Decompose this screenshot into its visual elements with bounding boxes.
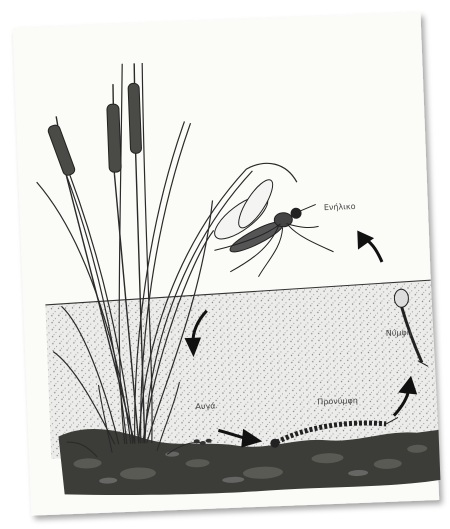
stage-label-adult: Ενήλικο <box>324 202 356 212</box>
stage-label-pupa: Νύμφη <box>386 327 412 338</box>
stage-label-larva: Προνύμφη <box>317 395 358 407</box>
stage-label-egg: Αυγά <box>195 401 215 411</box>
cattail-head <box>128 83 142 153</box>
cattail-head <box>107 104 122 172</box>
